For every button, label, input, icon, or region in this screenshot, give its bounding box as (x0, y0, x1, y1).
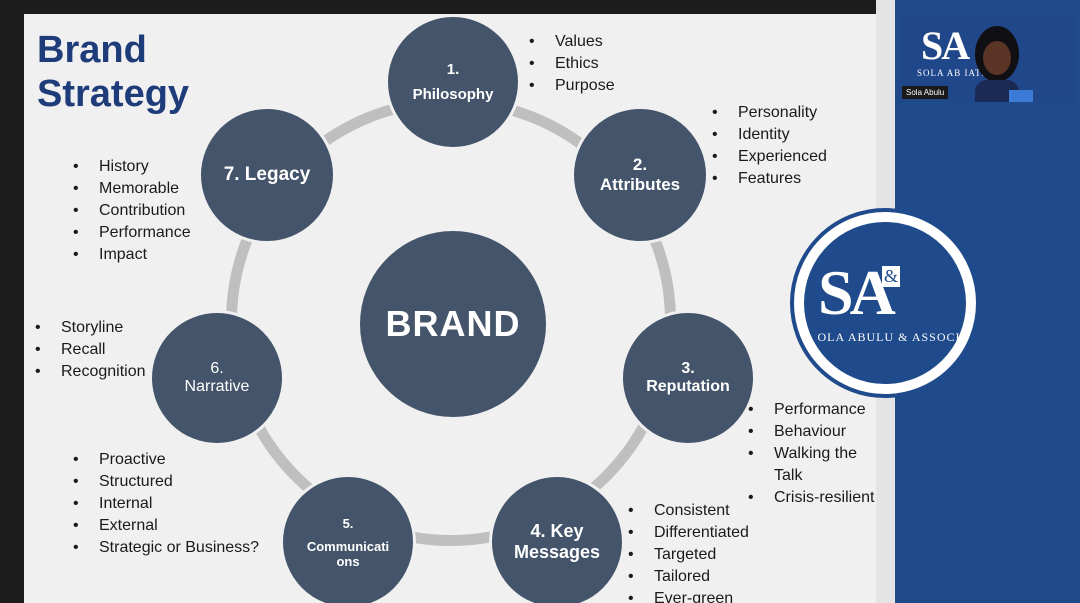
list-item: Storyline (35, 317, 146, 339)
node-communications-num: 5. (342, 515, 354, 531)
node-reputation-num: 3. (681, 360, 695, 377)
logo-ampersand: & (882, 266, 901, 287)
list-item: Personality (712, 102, 827, 124)
list-item: Experienced (712, 146, 827, 168)
list-item: Strategic or Business? (73, 537, 259, 559)
node-philosophy: 1. Philosophy (385, 14, 521, 150)
list-reputation: Performance Behaviour Walking the Talk C… (748, 399, 874, 509)
video-background-firm: SOLA AB IATES (917, 68, 995, 78)
list-item: Proactive (73, 449, 259, 471)
participant-video[interactable]: SA SOLA AB IATES Sola Abulu (899, 14, 1077, 102)
node-key-messages: 4. Key Messages (489, 474, 625, 603)
list-key-messages: Consistent Differentiated Targeted Tailo… (628, 500, 749, 603)
logo-firm-name: OLA ABULU & ASSOCI (817, 330, 961, 344)
list-item: Recognition (35, 361, 146, 383)
list-item: Performance (73, 222, 191, 244)
list-item: Performance (748, 399, 874, 421)
list-item: Purpose (529, 75, 615, 97)
list-item: History (73, 156, 191, 178)
brand-center-node: BRAND (357, 228, 549, 420)
node-communications: 5. Communicati ons (280, 474, 416, 603)
list-item: Features (712, 168, 827, 190)
list-philosophy: Values Ethics Purpose (529, 31, 615, 97)
node-reputation: 3. Reputation (620, 310, 756, 446)
node-narrative: 6. Narrative (149, 310, 285, 446)
company-logo: SA & OLA ABULU & ASSOCI (790, 208, 980, 398)
list-item: Ever-green (628, 588, 749, 603)
node-philosophy-label: Philosophy (412, 86, 494, 103)
node-key-messages-line1: 4. Key (530, 521, 584, 541)
node-narrative-num: 6. (210, 360, 224, 377)
list-item: Differentiated (628, 522, 749, 544)
list-item: Walking the (748, 443, 874, 465)
presentation-slide: Brand Strategy BRAND 1. Philosophy 2. At… (24, 14, 876, 603)
node-communications-line1: Communicati (306, 538, 390, 554)
list-legacy: History Memorable Contribution Performan… (73, 156, 191, 266)
list-item-continuation: Talk (774, 467, 803, 484)
list-item: Memorable (73, 178, 191, 200)
list-item: Internal (73, 493, 259, 515)
list-item: Tailored (628, 566, 749, 588)
title-line-1: Brand (37, 29, 147, 71)
participant-name-tag: Sola Abulu (902, 86, 949, 99)
node-narrative-label: Narrative (184, 378, 250, 395)
list-item: Crisis-resilient (748, 487, 874, 509)
node-attributes: 2. Attributes (571, 106, 709, 244)
list-item: Recall (35, 339, 146, 361)
list-item: Consistent (628, 500, 749, 522)
participant-avatar (975, 26, 1033, 102)
list-narrative: Storyline Recall Recognition (35, 317, 146, 383)
node-attributes-num: 2. (632, 155, 648, 174)
logo-inner-circle (804, 222, 966, 384)
video-background-logo: SA (921, 23, 970, 68)
list-item: Values (529, 31, 615, 53)
node-legacy-label: 7. Legacy (223, 164, 311, 185)
logo-mark: SA (818, 257, 896, 328)
list-item: Identity (712, 124, 827, 146)
list-item: Ethics (529, 53, 615, 75)
node-communications-line2: ons (336, 553, 360, 569)
title-line-2: Strategy (37, 73, 190, 115)
node-philosophy-num: 1. (446, 61, 460, 78)
slide-title: Brand Strategy (37, 28, 189, 116)
list-item: Structured (73, 471, 259, 493)
node-reputation-label: Reputation (646, 378, 730, 395)
node-legacy: 7. Legacy (198, 106, 336, 244)
list-item: Contribution (73, 200, 191, 222)
list-item: Impact (73, 244, 191, 266)
node-attributes-label: Attributes (599, 175, 681, 194)
list-item: External (73, 515, 259, 537)
list-communications: Proactive Structured Internal External S… (73, 449, 259, 559)
list-attributes: Personality Identity Experienced Feature… (712, 102, 827, 190)
list-item: Behaviour (748, 421, 874, 443)
center-label: BRAND (385, 303, 521, 344)
list-item: Targeted (628, 544, 749, 566)
node-key-messages-line2: Messages (513, 542, 601, 562)
